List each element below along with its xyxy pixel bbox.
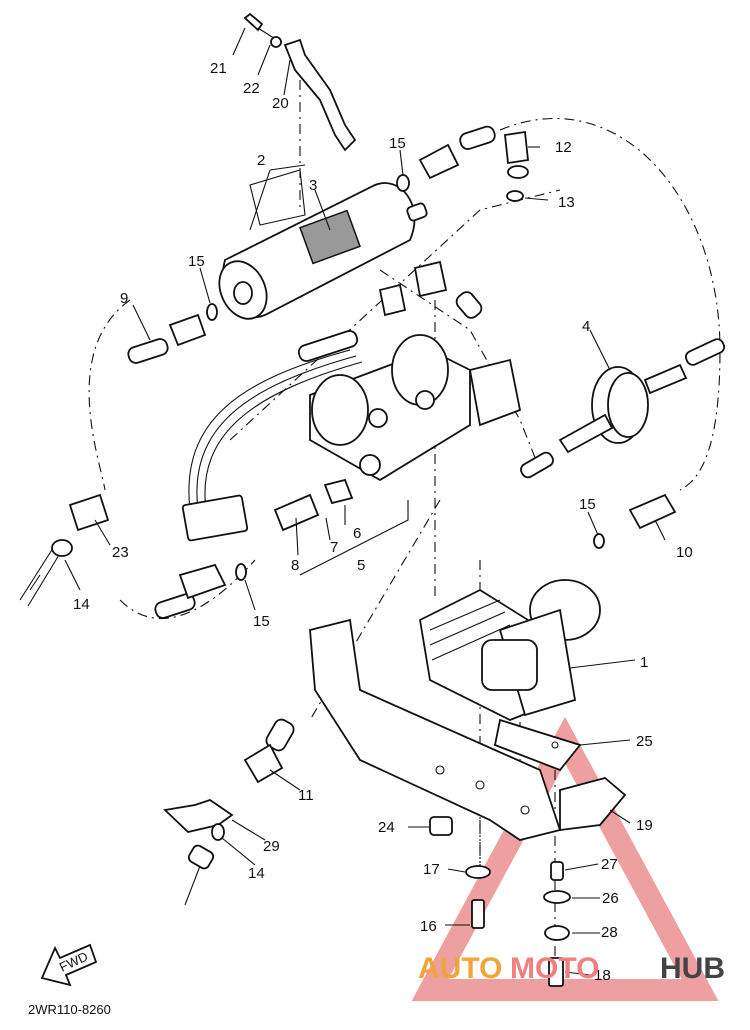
watermark-auto: AUTO (418, 952, 502, 985)
fwd-arrow: FWD (40, 943, 98, 987)
pump-motor-2 (218, 169, 428, 320)
bracket-19 (559, 777, 627, 832)
callout-16: 16 (420, 918, 437, 935)
callout-7: 7 (330, 539, 338, 556)
callout-14a: 14 (73, 596, 90, 613)
callout-1: 1 (640, 654, 648, 671)
callout-18: 18 (594, 967, 611, 984)
callout-5: 5 (357, 557, 365, 574)
callout-19: 19 (636, 817, 653, 834)
watermark-moto: MOTO (510, 952, 599, 985)
callout-3: 3 (309, 177, 317, 194)
callout-17: 17 (423, 861, 440, 878)
callout-11: 11 (298, 787, 314, 804)
watermark-triangle (411, 716, 719, 1001)
watermark-hub: HUB (660, 952, 725, 985)
callout-20: 20 (272, 95, 289, 112)
callout-26: 26 (602, 890, 619, 907)
bracket-29 (163, 799, 234, 906)
callout-15d: 15 (253, 613, 270, 630)
diagram-code: 2WR110-8260 (28, 1002, 111, 1017)
callout-4: 4 (582, 318, 590, 335)
o-rings (206, 174, 605, 581)
watermark-text: AUTO MOTO HUB (418, 952, 725, 985)
bracket-20 (243, 12, 357, 152)
callout-labels: 1 2 3 4 5 6 7 8 9 10 11 12 13 14 14 15 1… (73, 60, 693, 984)
left-cable-ends (19, 539, 73, 607)
callout-12: 12 (555, 139, 572, 156)
pump-body (181, 334, 522, 542)
callout-25: 25 (636, 733, 653, 750)
callout-23: 23 (112, 544, 129, 561)
callout-9: 9 (120, 290, 128, 307)
callout-2: 2 (257, 152, 265, 169)
callout-29: 29 (263, 838, 280, 855)
callout-6: 6 (353, 525, 361, 542)
callout-24: 24 (378, 819, 395, 836)
callout-27: 27 (601, 856, 618, 873)
callout-leaders (64, 27, 666, 976)
control-unit-1 (419, 579, 601, 721)
callout-21: 21 (210, 60, 227, 77)
hardware (429, 816, 571, 987)
callout-15c: 15 (579, 496, 596, 513)
callout-15b: 15 (188, 253, 205, 270)
callout-8: 8 (291, 557, 299, 574)
fittings (68, 130, 677, 784)
hoses (127, 125, 496, 752)
callout-10: 10 (676, 544, 693, 561)
callout-15a: 15 (389, 135, 406, 152)
bracket-plate-25 (309, 618, 582, 841)
callout-28: 28 (601, 924, 618, 941)
callout-13: 13 (558, 194, 575, 211)
damper-4 (520, 338, 726, 479)
callout-14b: 14 (248, 865, 265, 882)
callout-22: 22 (243, 80, 260, 97)
